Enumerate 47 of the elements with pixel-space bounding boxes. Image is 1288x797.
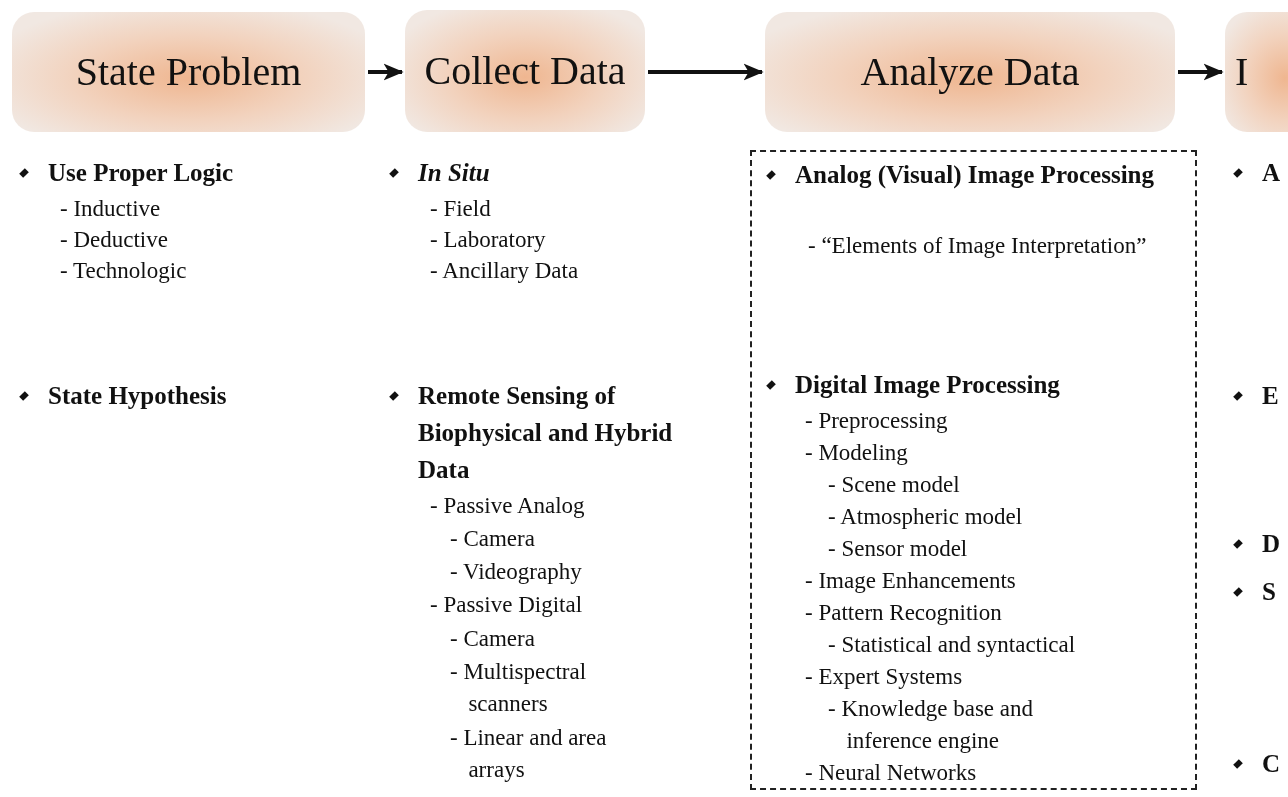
list-item: A	[1262, 158, 1281, 188]
list-item: - Sensor model	[828, 535, 968, 563]
list-item: - Linear and area arrays	[450, 724, 608, 784]
list-item: - Camera	[450, 625, 535, 653]
list-item: - Laboratory	[430, 226, 546, 254]
step-title: I	[1234, 50, 1249, 94]
list-item: S	[1262, 577, 1276, 607]
step-title: State Problem	[75, 50, 302, 94]
list-item: - Atmospheric model	[828, 503, 1023, 531]
list-item: - Field	[430, 195, 491, 223]
list-item: E	[1262, 381, 1279, 411]
process-box	[765, 12, 1175, 132]
list-item: - Preprocessing	[805, 407, 948, 435]
list-item: - Statistical and syntactical	[828, 631, 1076, 659]
list-item: - Modeling	[805, 439, 908, 467]
step-title: Analyze Data	[860, 50, 1080, 94]
list-item: - “Elements of Image Interpretation”	[808, 232, 1148, 260]
arrow	[648, 63, 764, 81]
list-item: - Technologic	[60, 257, 187, 285]
list-item: Remote Sensing of Biophysical and Hybrid Data	[418, 381, 674, 485]
list-item: - Ancillary Data	[430, 257, 579, 285]
list-item: - Scene model	[828, 471, 960, 499]
list-item: - Videography	[450, 558, 582, 586]
list-item: C	[1262, 749, 1281, 779]
list-item: Use Proper Logic	[48, 158, 234, 188]
arrow	[1178, 63, 1224, 81]
arrow	[368, 63, 404, 81]
step-title: Collect Data	[424, 49, 626, 93]
list-item: - Passive Digital	[430, 591, 583, 619]
process-box	[12, 12, 365, 132]
list-item: State Hypothesis	[48, 381, 227, 411]
list-item: - Inductive	[60, 195, 161, 223]
process-box	[405, 10, 645, 132]
list-item: - Knowledge base and inference engine	[828, 695, 1034, 755]
list-item: D	[1262, 529, 1281, 559]
list-item: - Neural Networks	[805, 759, 977, 787]
list-item: Analog (Visual) Image Processing	[795, 160, 1155, 191]
list-item: - Multispectral scanners	[450, 658, 588, 718]
list-item: In Situ	[418, 158, 490, 188]
list-item: - Camera	[450, 525, 535, 553]
dashed-group-box	[750, 150, 1197, 790]
list-item: Digital Image Processing	[795, 370, 1061, 400]
list-item: - Pattern Recognition	[805, 599, 1002, 627]
list-item: - Deductive	[60, 226, 168, 254]
list-item: - Passive Analog	[430, 492, 585, 520]
list-item: - Expert Systems	[805, 663, 963, 691]
list-item: - Image Enhancements	[805, 567, 1016, 595]
